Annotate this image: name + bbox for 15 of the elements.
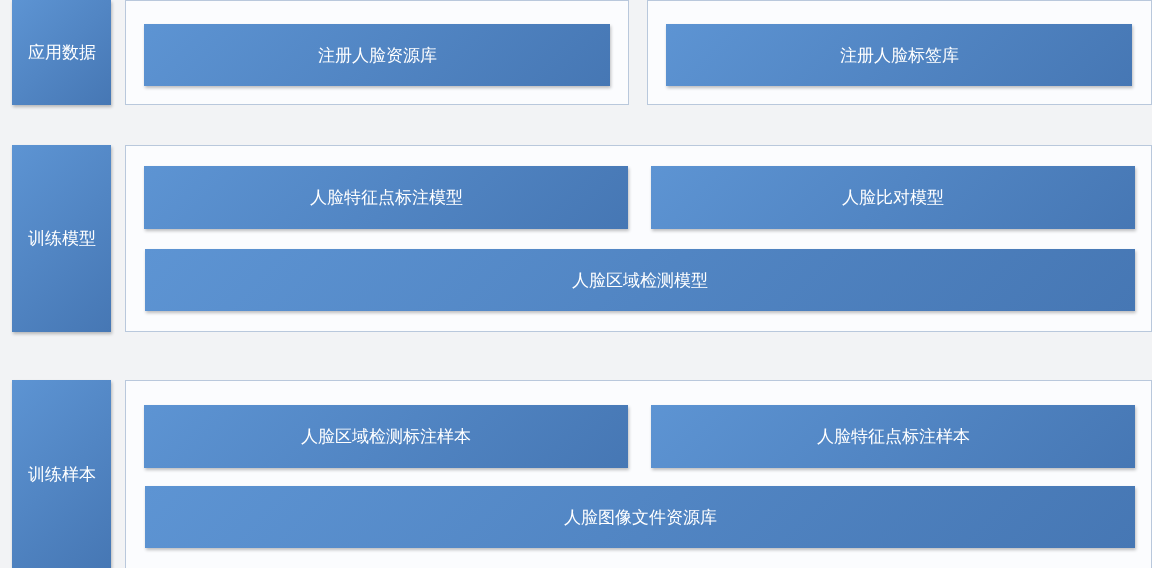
- panel: [125, 380, 1152, 568]
- layer-label-box: 训练样本: [12, 380, 111, 568]
- component-box: 人脸比对模型: [651, 166, 1135, 229]
- layer-label-box: 训练模型: [12, 145, 111, 332]
- panel: [647, 0, 1152, 105]
- panel: [125, 145, 1152, 332]
- component-box: 人脸特征点标注样本: [651, 405, 1135, 468]
- component-box: 人脸图像文件资源库: [145, 486, 1135, 548]
- component-box: 注册人脸标签库: [666, 24, 1132, 86]
- component-box: 人脸特征点标注模型: [144, 166, 628, 229]
- panel: [125, 0, 629, 105]
- component-box: 人脸区域检测标注样本: [144, 405, 628, 468]
- component-box: 人脸区域检测模型: [145, 249, 1135, 311]
- layer-label-box: 应用数据: [12, 0, 111, 105]
- component-box: 注册人脸资源库: [144, 24, 610, 86]
